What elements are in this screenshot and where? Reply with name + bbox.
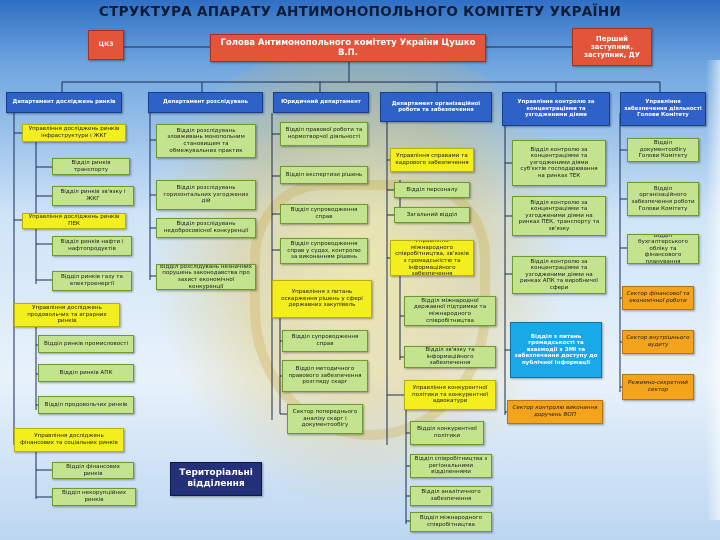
unit-box: Відділ ринків зв'язку і ЖКГ — [52, 186, 134, 206]
unit-box: Відділ ринків газу та електроенергії — [52, 271, 132, 291]
unit-box: Відділ розслідувань незначних порушень з… — [156, 264, 256, 290]
unit-box: Відділ контролю за концентраціями та узг… — [512, 196, 606, 236]
department-box: Управління забезпечення діяльності Голов… — [620, 92, 706, 126]
department-box: Департамент розслідувань — [148, 92, 263, 113]
unit-box: Сектор фінансової та економічної роботи — [622, 286, 694, 310]
unit-box: Відділ фінансових ринків — [52, 462, 134, 479]
unit-box: Відділ аналітичного забезпечення — [410, 486, 492, 506]
unit-box: Відділ конкурентної політики — [410, 421, 484, 445]
unit-box: Управління справами та кадрового забезпе… — [390, 148, 474, 172]
territorial-branches-box: Територіальні відділення — [170, 462, 262, 496]
unit-box: Відділ ринків промисловості — [38, 335, 134, 353]
unit-box: Відділ експертизи рішень — [280, 166, 368, 184]
unit-box: Управління конкурентної політики та конк… — [404, 380, 496, 410]
unit-box: Відділ розслідувань недобросовісної конк… — [156, 218, 256, 238]
right-edge-decoration — [706, 60, 720, 520]
department-box: Управління контролю за концентраціями та… — [502, 92, 610, 126]
unit-box: Відділ супроводження справ — [282, 330, 368, 352]
department-box: Департамент організаційної роботи та заб… — [380, 92, 492, 122]
unit-box: Відділ бухгалтерського обліку та фінансо… — [627, 234, 699, 264]
department-box: Юридичний департамент — [273, 92, 369, 113]
deputies-box: Перший заступник, заступник, ДУ — [572, 28, 652, 66]
unit-box: Відділ правової роботи та нормотворчої д… — [280, 122, 368, 146]
department-box: Департамент досліджень ринків — [6, 92, 122, 113]
unit-box: Відділ документообігу Голови Комітету — [627, 138, 699, 162]
unit-box: Відділ ринків АПК — [38, 364, 134, 382]
unit-box: Сектор внутрішнього аудиту — [622, 330, 694, 354]
unit-box: Режимно-секретний сектор — [622, 374, 694, 400]
unit-box: Управління досліджень ринків ПЕК — [22, 213, 126, 229]
unit-box: Загальний відділ — [394, 207, 470, 223]
unit-box: Відділ розслідувань горизонтальних узгод… — [156, 180, 256, 210]
head-of-committee-box: Голова Антимонопольного комітету України… — [210, 34, 486, 62]
unit-box: Відділ контролю за концентраціями та узг… — [512, 140, 606, 186]
unit-box: Відділ зв'язку та інформаційного забезпе… — [404, 346, 496, 368]
unit-box: Відділ організаційного забезпечення робо… — [627, 182, 699, 216]
unit-box: Управління з питань оскарження рішень у … — [272, 280, 372, 318]
unit-box: Управління досліджень ринків інфраструкт… — [22, 124, 126, 142]
unit-box: Управління міжнародного співробітництва,… — [390, 240, 474, 276]
unit-box: Сектор контролю виконання доручень ВОП — [507, 400, 603, 424]
unit-box: Відділ ринків транспорту — [52, 158, 130, 175]
unit-box: Управління досліджень фінансових та соці… — [14, 428, 124, 452]
unit-box: Відділ некорупційних ринків — [52, 488, 136, 506]
unit-box: Відділ супроводження справ у судах, конт… — [280, 238, 368, 264]
unit-box: Управління досліджень продовольчих та аг… — [14, 303, 120, 327]
unit-box: Відділ міжнародного співробітництва — [410, 512, 492, 532]
unit-box: Відділ з питань громадськості та взаємод… — [510, 322, 602, 378]
unit-box: Відділ контролю за концентраціями та узг… — [512, 256, 606, 294]
page-title: СТРУКТУРА АПАРАТУ АНТИМОНОПОЛЬНОГО КОМІТ… — [98, 4, 622, 20]
unit-box: Відділ розслідувань зловживань монопольн… — [156, 124, 256, 158]
unit-box: Відділ співробітництва з регіональними в… — [410, 454, 492, 478]
unit-box: Відділ продовольчих ринків — [38, 396, 134, 414]
unit-box: Відділ персоналу — [394, 182, 470, 198]
unit-box: Відділ методичного правового забезпеченн… — [282, 360, 368, 392]
unit-box: Відділ ринків нафти і нафтопродуктів — [52, 236, 132, 256]
unit-box: Сектор попереднього аналізу скарг і доку… — [287, 404, 363, 434]
unit-box: Відділ міжнародної державної підтримки т… — [404, 296, 496, 326]
unit-box: Відділ супроводження справ — [280, 204, 368, 224]
ckz-box: ЦКЗ — [88, 30, 124, 60]
